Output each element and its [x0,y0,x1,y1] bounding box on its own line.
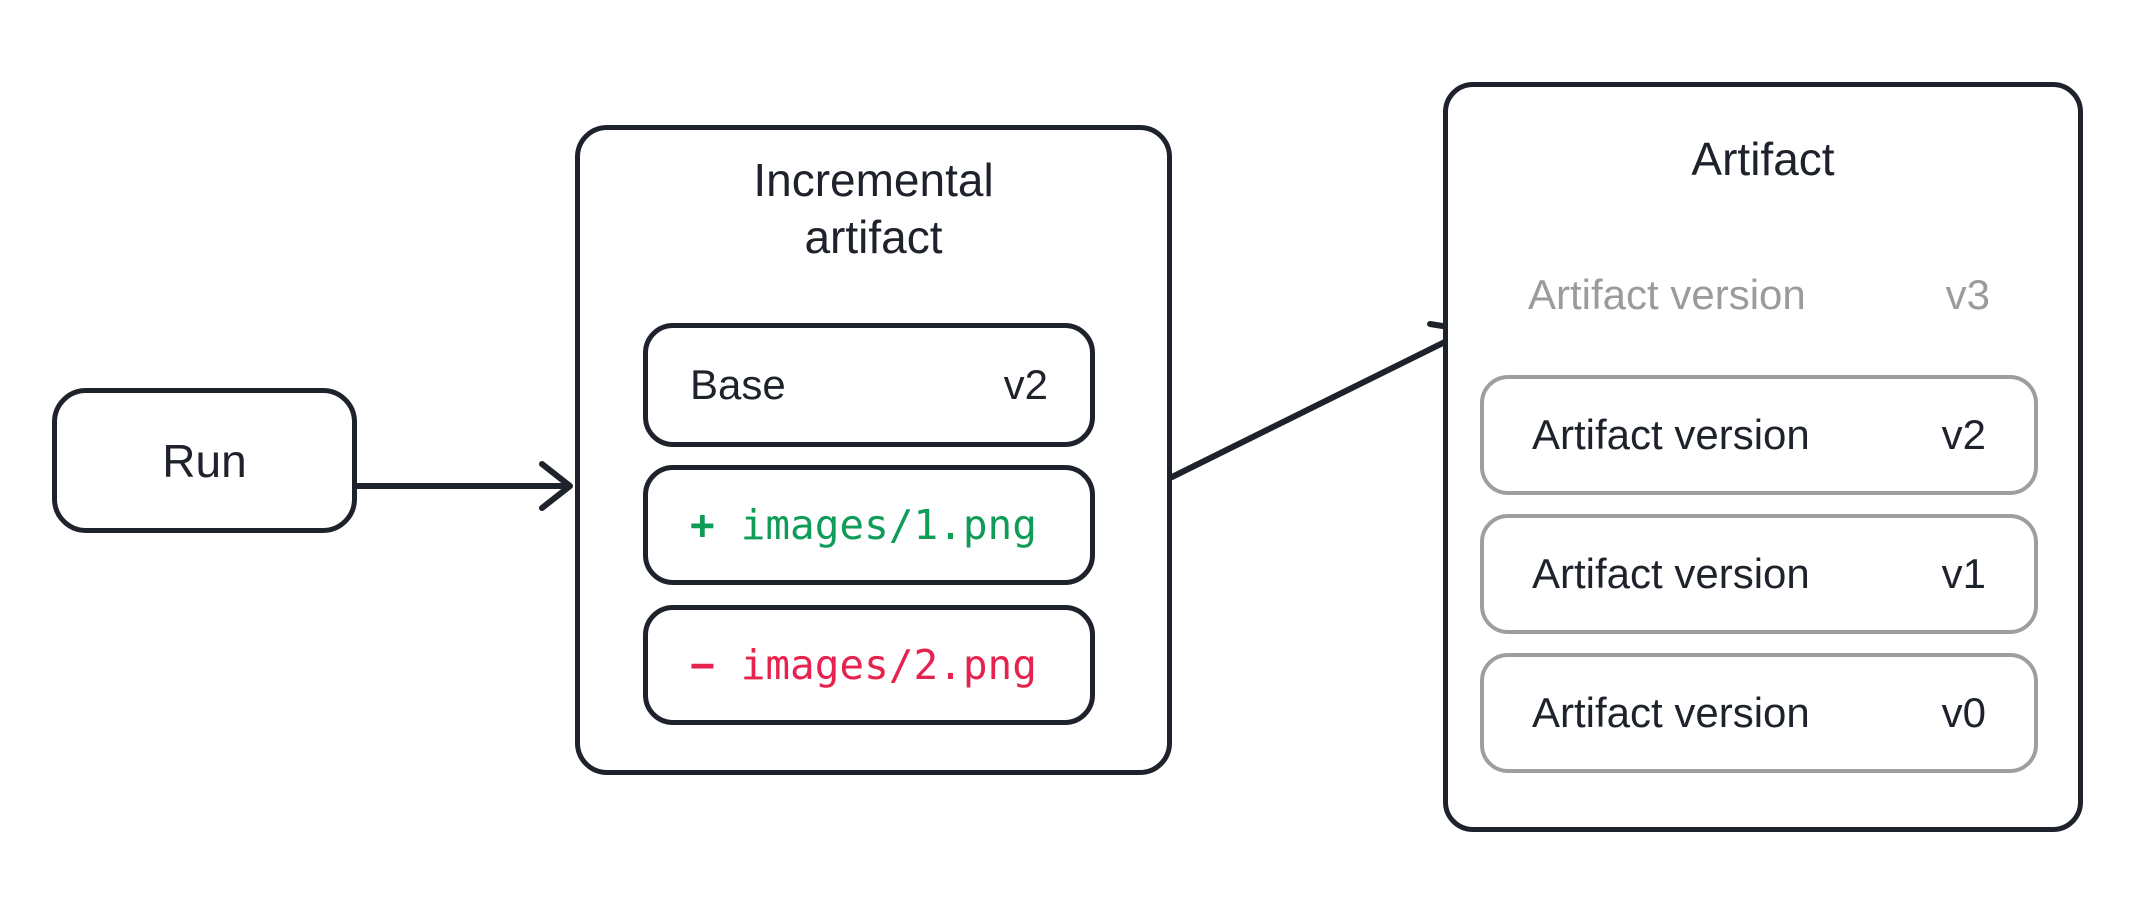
plus-icon: + [690,501,715,549]
run-node: Run [52,388,357,533]
version-number: v0 [1941,689,1986,736]
version-number: v2 [1941,411,1986,458]
artifact-title: Artifact [1691,133,1835,185]
artifact-version-row: Artifact version v2 [1480,375,2038,495]
base-version: v2 [1003,361,1048,408]
removed-file-chip: − images/2.png [643,605,1095,725]
pending-version-number: v3 [1945,271,1990,318]
arrow-incremental-to-artifact [1169,321,1471,480]
version-label: Artifact version [1532,689,1810,736]
added-file-chip: + images/1.png [643,465,1095,585]
version-label: Artifact version [1532,550,1810,597]
base-label: Base [690,361,786,408]
version-number: v1 [1941,550,1986,597]
removed-file-path: images/2.png [740,641,1037,689]
run-label: Run [162,434,247,487]
version-label: Artifact version [1532,411,1810,458]
incremental-title-line1: Incremental [753,154,994,206]
artifact-version-row-pending: Artifact version v3 [1480,235,2038,355]
arrow-run-to-incremental [354,461,573,511]
added-file-path: images/1.png [740,501,1037,549]
pending-version-label: Artifact version [1528,271,1806,318]
artifact-version-row: Artifact version v0 [1480,653,2038,773]
base-version-chip: Base v2 [643,323,1095,447]
minus-icon: − [690,641,715,689]
incremental-title-line2: artifact [804,211,943,263]
artifact-version-row: Artifact version v1 [1480,514,2038,634]
incremental-artifact-title: Incremental artifact [575,152,1172,266]
